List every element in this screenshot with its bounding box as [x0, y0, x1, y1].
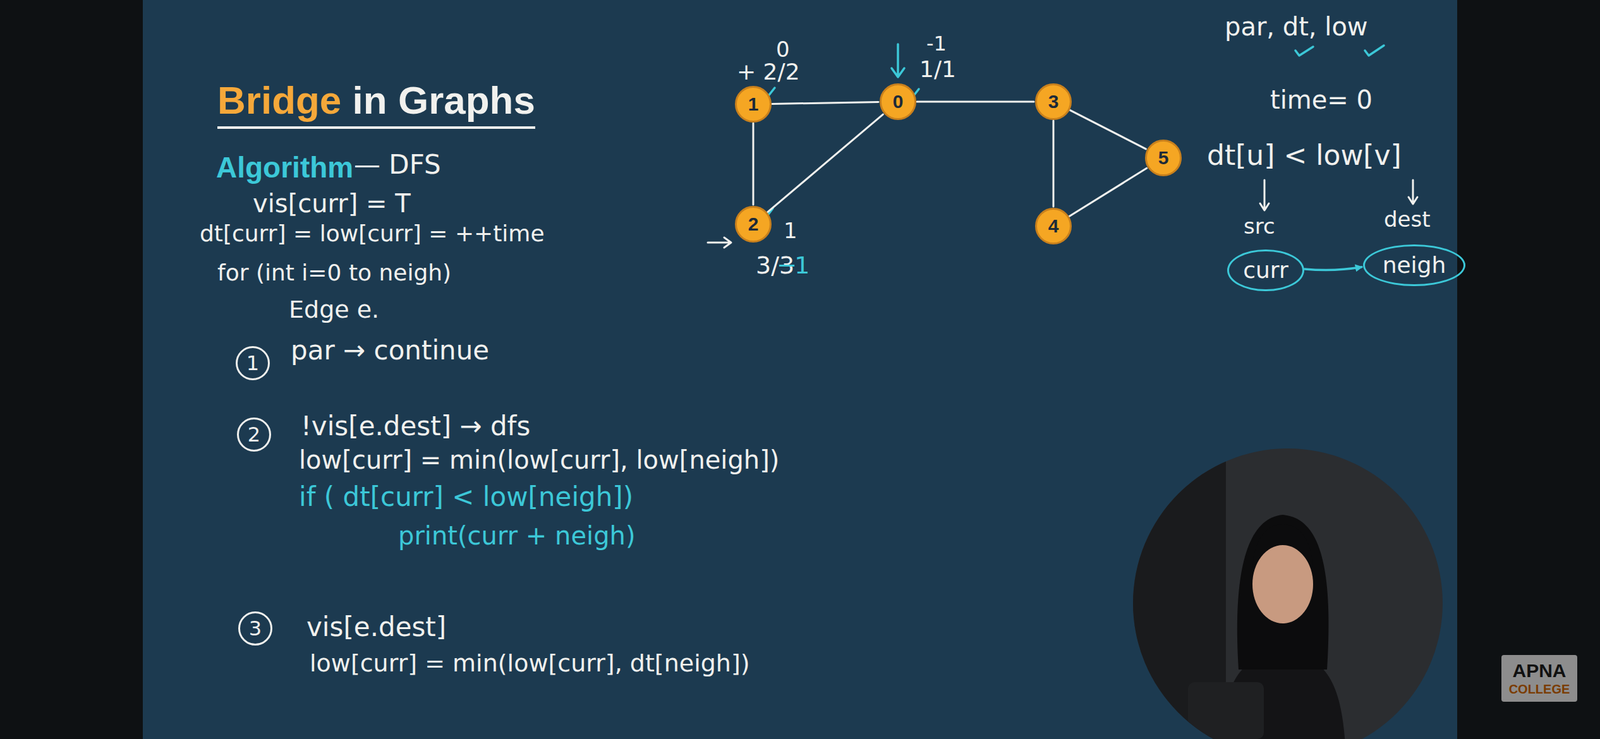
person-face — [1252, 545, 1314, 624]
leader-arrows — [707, 180, 1418, 248]
note-text: low[curr] = min(low[curr], dt[neigh]) — [309, 649, 751, 679]
note-text: dest — [1383, 206, 1431, 233]
note-text: vis[curr] = T — [252, 188, 411, 219]
parent-value: 1 — [783, 218, 798, 244]
note-text: vis[e.dest] — [306, 611, 447, 644]
time-value: 1/1 — [919, 55, 957, 83]
src-arrow — [1260, 180, 1269, 211]
node-text: neigh — [1382, 252, 1447, 279]
graph-vertex: 5 — [1145, 139, 1182, 177]
note-text: !vis[e.dest] → dfs — [300, 410, 531, 443]
section-heading: Algorithm — [216, 150, 354, 186]
visit-arrow — [707, 237, 732, 248]
curr-ellipse: curr — [1227, 249, 1305, 292]
node-text: 2 — [748, 213, 759, 236]
callout-number: 2 — [236, 417, 272, 452]
neigh-ellipse: neigh — [1363, 244, 1467, 287]
parent-value: -1 — [926, 31, 947, 56]
graph-vertex: 3 — [1035, 83, 1072, 121]
note-text: — DFS — [353, 149, 442, 181]
node-text: APNA — [1512, 660, 1566, 683]
time-value: 3/ — [755, 251, 780, 280]
note-text: par → continue — [290, 334, 490, 367]
check-mark — [1364, 45, 1384, 56]
person-fringe — [1252, 524, 1314, 569]
struck-value: 3 — [779, 251, 795, 280]
node-text: curr — [1242, 257, 1289, 284]
node-text: 3 — [248, 617, 262, 641]
arrow-connector — [1304, 267, 1362, 271]
graph-edge — [772, 102, 879, 105]
node-text: 3 — [1048, 90, 1060, 113]
brand-logo: APNACOLLEGE — [1501, 655, 1578, 703]
time-value: + 2/2 — [736, 58, 800, 86]
dest-arrow — [1408, 180, 1418, 205]
note-text: Edge e. — [288, 295, 380, 325]
node-text: 4 — [1048, 215, 1060, 237]
graph-vertex: 2 — [734, 206, 772, 243]
note-text: low[curr] = min(low[curr], low[neigh]) — [298, 444, 780, 476]
graph-edge — [1069, 168, 1147, 217]
graph-edge — [752, 123, 755, 205]
graph-vertex: 0 — [879, 83, 917, 121]
node-text: COLLEGE — [1509, 682, 1571, 697]
note-text: time= 0 — [1270, 84, 1373, 116]
graph-edge — [767, 114, 883, 213]
note-text: dt[curr] = low[curr] = ++time — [199, 219, 545, 248]
graph-edge — [1070, 110, 1147, 150]
node-text: 1 — [246, 351, 260, 376]
node-text: 5 — [1158, 147, 1170, 169]
note-text: par, dt, low — [1224, 11, 1369, 42]
node-text: 1 — [748, 93, 759, 116]
graph-edge — [916, 101, 1034, 104]
callout-number: 3 — [238, 611, 273, 646]
microphone — [1187, 682, 1264, 739]
callout-number: 1 — [235, 346, 270, 381]
node-text: 0 — [892, 90, 904, 113]
graph-vertex: 1 — [734, 85, 772, 123]
note-text: src — [1243, 213, 1276, 240]
parent-value: 0 — [775, 36, 790, 63]
condition-text: print(curr + neigh) — [398, 520, 636, 552]
note-text: for (int i=0 to neigh) — [217, 259, 452, 287]
graph-edge — [1052, 120, 1055, 207]
note-text: dt[u] < low[v] — [1206, 139, 1402, 173]
condition-text: if ( dt[curr] < low[neigh]) — [298, 481, 634, 514]
check-mark — [1295, 46, 1314, 56]
current-arrow — [891, 44, 905, 78]
label-group: 3/31 — [755, 251, 810, 281]
annotation-marks — [760, 44, 1384, 220]
webcam-figure — [1131, 442, 1443, 739]
node-text: 2 — [247, 423, 261, 447]
slide-title: Bridge in Graphs — [217, 75, 536, 129]
person-hair — [1237, 515, 1329, 670]
time-value: 1 — [794, 251, 810, 280]
graph-vertex: 4 — [1035, 207, 1072, 245]
